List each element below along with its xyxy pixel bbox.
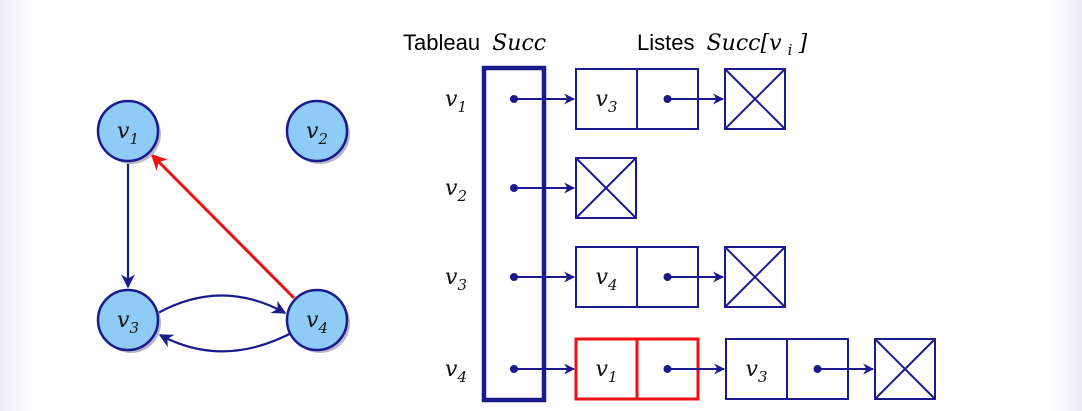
cell-value: v3 [596,87,618,116]
successor-lists: v3 v4 v1 v3 [514,68,936,401]
table-header: Tableau Succ [403,30,546,56]
nil-box-v2 [575,157,637,219]
graph-nodes: v1 v2 v3 v4 [96,99,350,353]
node-v3: v3 [96,288,161,353]
node-label: v3 [117,308,139,337]
cell-value: v1 [596,357,618,386]
cell-value: v4 [596,265,618,294]
node-label: v4 [306,308,328,337]
nil-box [724,68,786,130]
node-label: v1 [117,119,139,148]
node-v2: v2 [285,99,350,164]
nil-box [874,338,936,400]
succ-table: v1 v2 v3 v4 [445,65,547,403]
node-circle [285,288,349,352]
succ-table-frame [481,65,547,403]
node-v4: v4 [285,288,350,353]
graph-edges [121,153,298,353]
node-circle [96,99,160,163]
edge-v3-v4 [157,294,287,314]
headers: Tableau Succ Listes Succ[v i ] [403,30,808,60]
lists-header: Listes Succ[v i ] [637,30,808,60]
row-label-v3: v3 [445,265,467,294]
row-label-v4: v4 [445,357,467,386]
nil-box [724,246,786,308]
row-label-v2: v2 [445,176,467,205]
cell-value: v3 [746,357,768,386]
node-circle [96,288,160,352]
node-v1: v1 [96,99,161,164]
edge-v4-v3 [158,329,298,353]
node-label: v2 [306,119,328,148]
edge-v4-v1 [150,153,296,300]
node-circle [285,99,349,163]
row-label-v1: v1 [445,87,467,116]
